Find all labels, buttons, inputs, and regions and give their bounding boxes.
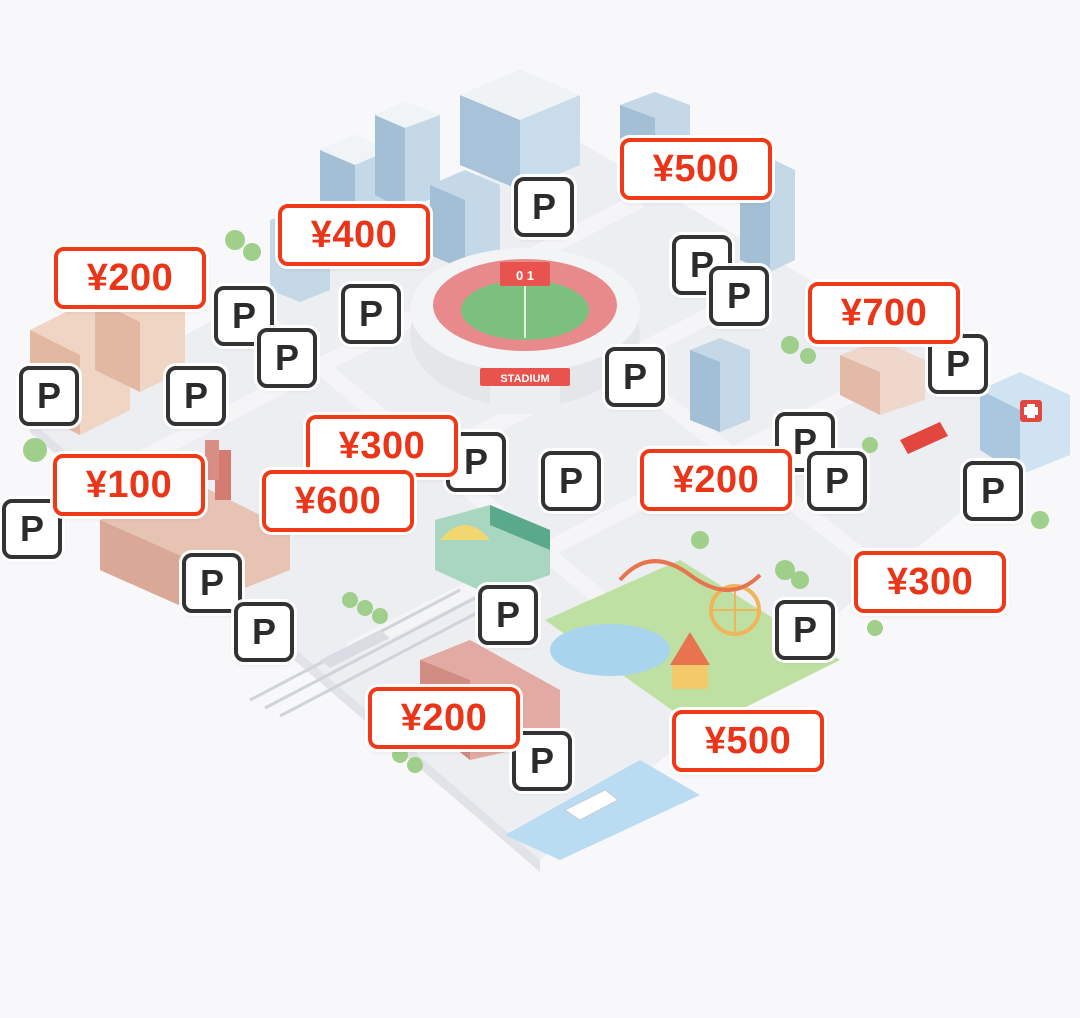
- price-tag[interactable]: ¥200: [54, 247, 206, 309]
- ferris-wheel-icon: [709, 584, 761, 636]
- scoreboard-label: 0 1: [516, 268, 534, 283]
- hospital-icon: [980, 372, 1070, 475]
- price-tag[interactable]: ¥300: [854, 551, 1006, 613]
- stadium-icon: [410, 248, 640, 414]
- price-tag[interactable]: ¥600: [262, 470, 414, 532]
- train-icon: [320, 630, 390, 668]
- parking-icon[interactable]: P: [514, 177, 574, 237]
- parking-icon[interactable]: P: [234, 602, 294, 662]
- price-tag[interactable]: ¥200: [368, 687, 520, 749]
- parking-icon[interactable]: P: [963, 461, 1023, 521]
- parking-icon[interactable]: P: [512, 731, 572, 791]
- price-tag[interactable]: ¥100: [53, 454, 205, 516]
- price-tag[interactable]: ¥200: [640, 449, 792, 511]
- price-tag[interactable]: ¥400: [278, 204, 430, 266]
- price-tag[interactable]: ¥500: [672, 710, 824, 772]
- parking-icon[interactable]: P: [19, 366, 79, 426]
- parking-icon[interactable]: P: [182, 553, 242, 613]
- price-tag[interactable]: ¥300: [306, 415, 458, 477]
- harbour-water: [505, 760, 700, 860]
- parking-icon[interactable]: P: [341, 284, 401, 344]
- parking-icon[interactable]: P: [807, 451, 867, 511]
- parking-icon[interactable]: P: [709, 266, 769, 326]
- parking-icon[interactable]: P: [2, 499, 62, 559]
- trees: [23, 230, 1049, 773]
- parking-icon[interactable]: P: [478, 585, 538, 645]
- fire-truck-icon: [900, 422, 948, 454]
- parking-icon[interactable]: P: [775, 600, 835, 660]
- roller-coaster: [618, 559, 762, 592]
- train-station: [435, 505, 550, 595]
- parking-icon[interactable]: P: [541, 451, 601, 511]
- parking-icon[interactable]: P: [214, 286, 274, 346]
- stadium-sign: STADIUM: [500, 373, 549, 385]
- price-tag[interactable]: ¥700: [808, 282, 960, 344]
- price-tag[interactable]: ¥500: [620, 138, 772, 200]
- carousel-icon: [670, 632, 710, 689]
- fire-station: [840, 340, 925, 415]
- parking-icon[interactable]: P: [257, 328, 317, 388]
- parking-icon[interactable]: P: [166, 366, 226, 426]
- parking-icon[interactable]: P: [605, 347, 665, 407]
- boat-icon: [564, 789, 619, 821]
